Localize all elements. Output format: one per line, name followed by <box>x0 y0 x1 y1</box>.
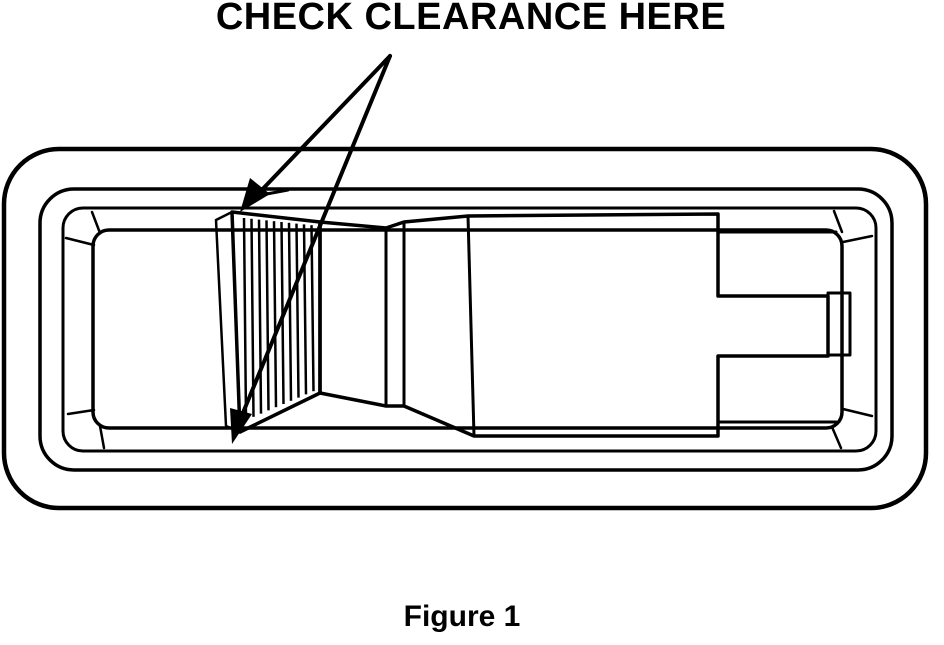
corner-tick <box>98 424 106 450</box>
lever-rib <box>295 223 300 398</box>
lever-rib <box>310 225 315 392</box>
corner-tick <box>832 209 844 234</box>
corner-tick <box>90 210 102 235</box>
lever-rib <box>257 219 263 414</box>
ribbed-pull-lever <box>214 210 322 434</box>
figure-caption: Figure 1 <box>403 600 521 633</box>
latch-tab <box>826 291 852 357</box>
corner-tick <box>66 408 96 416</box>
corner-tick <box>841 234 874 244</box>
callout-arrow-upper <box>240 54 392 212</box>
corner-tick <box>841 407 874 418</box>
door-handle-bezel <box>1 146 929 511</box>
corner-tick <box>64 236 96 247</box>
lever-rib <box>272 221 278 408</box>
lever-ribs <box>242 217 315 421</box>
callout-arrow-lower <box>230 54 392 444</box>
corner-tick <box>830 425 843 450</box>
lever-rib <box>302 224 308 395</box>
handle-body <box>318 212 838 438</box>
lever-rib <box>287 222 293 401</box>
lever-rib <box>265 220 270 411</box>
callout-label: CHECK CLEARANCE HERE <box>215 0 727 38</box>
lever-rib <box>242 217 248 421</box>
